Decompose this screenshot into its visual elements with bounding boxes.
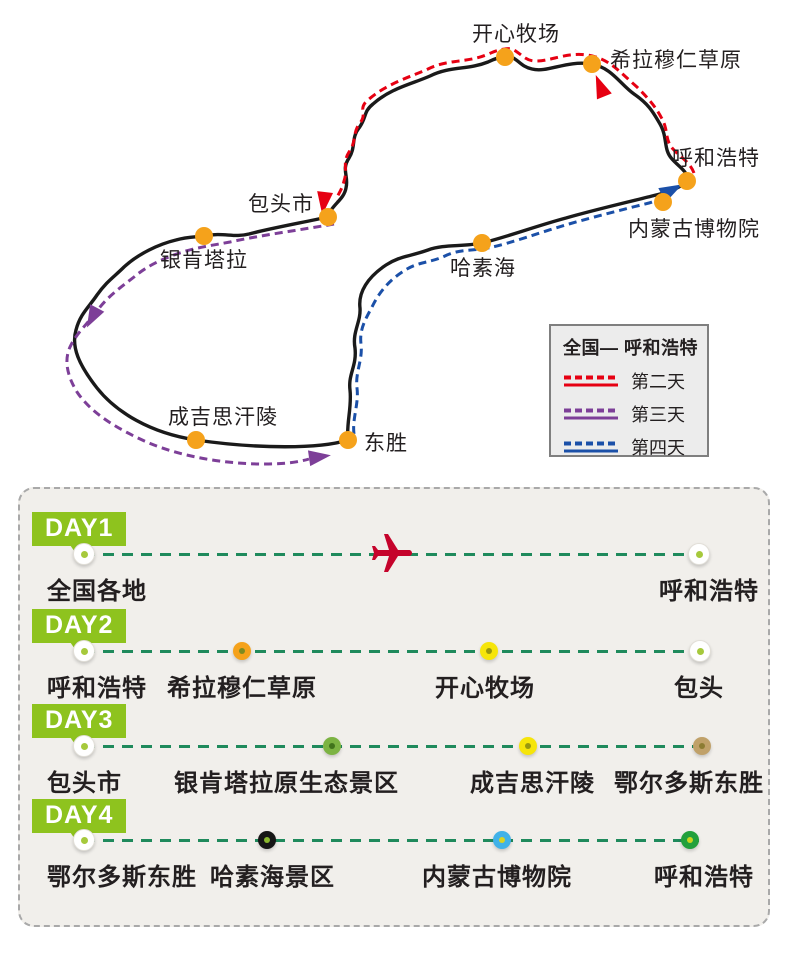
route-day3-arrow-mid	[86, 304, 105, 328]
node-center	[687, 837, 693, 843]
day3-connector-line	[84, 745, 699, 748]
day2-stop-label-baotou: 包头	[674, 675, 724, 702]
day3-stop-node-genghis	[519, 737, 537, 755]
node-center	[239, 648, 245, 654]
day3-stop-node-yinkentala	[323, 737, 341, 755]
node-center	[80, 647, 88, 655]
legend-label-day4: 第四天	[631, 438, 685, 458]
day4-stop-label-hasuhai: 哈素海景区	[210, 864, 335, 891]
day4-stop-label-dongsheng: 鄂尔多斯东胜	[47, 864, 197, 891]
day4-stop-node-museum	[493, 831, 511, 849]
route-day2-path	[334, 47, 696, 201]
map-label-baotou: 包头市	[248, 193, 314, 216]
map-label-yinkentala: 银肯塔拉	[160, 249, 248, 272]
legend-title: 全国— 呼和浩特	[563, 338, 699, 358]
node-center	[695, 550, 703, 558]
airplane-icon	[372, 534, 412, 572]
node-center	[499, 837, 505, 843]
day2-stop-node-hohhot	[73, 640, 95, 662]
map-label-hasuhai: 哈素海	[450, 257, 516, 280]
map-dot-museum	[654, 193, 672, 211]
day2-stop-node-kaixin	[480, 642, 498, 660]
day2-badge: DAY2	[32, 609, 127, 652]
map-dot-hohhot	[678, 172, 696, 190]
day1-stop-label-quanguo: 全国各地	[47, 578, 147, 605]
map-label-genghis-mausoleum: 成吉思汗陵	[168, 406, 278, 429]
route-day2-arrow-end	[317, 191, 334, 215]
legend-item-day2: 第二天	[563, 369, 707, 393]
map-label-xilamuren: 希拉穆仁草原	[610, 49, 742, 72]
day2-stop-label-xilamuren: 希拉穆仁草原	[167, 675, 317, 702]
day3-stop-label-dongsheng: 鄂尔多斯东胜	[614, 770, 764, 797]
day4-stop-label-museum: 内蒙古博物院	[422, 864, 572, 891]
node-center	[525, 743, 531, 749]
legend-swatch-day3	[564, 408, 618, 420]
node-center	[264, 837, 270, 843]
day3-stop-label-yinkentala: 银肯塔拉原生态景区	[174, 770, 399, 797]
node-center	[329, 743, 335, 749]
map-dot-yinkentala	[195, 227, 213, 245]
day4-stop-node-hasuhai	[258, 831, 276, 849]
day1-stop-node-quanguo	[73, 543, 95, 565]
legend-item-day4: 第四天	[563, 435, 707, 459]
map-label-museum: 内蒙古博物院	[628, 218, 760, 241]
map-label-hohhot: 呼和浩特	[672, 147, 760, 170]
day2-connector-line	[84, 650, 699, 653]
day3-stop-label-baotou: 包头市	[47, 770, 122, 797]
legend-item-day3: 第三天	[563, 402, 707, 426]
map-dot-baotou	[319, 208, 337, 226]
node-center	[80, 836, 88, 844]
node-center	[80, 550, 88, 558]
legend-label-day2: 第二天	[631, 372, 685, 392]
day3-stop-node-baotou	[73, 735, 95, 757]
map-dot-kaixin-ranch	[496, 48, 514, 66]
day4-stop-node-dongsheng	[73, 829, 95, 851]
day3-stop-node-dongsheng	[693, 737, 711, 755]
day3-stop-label-genghis: 成吉思汗陵	[470, 770, 595, 797]
node-center	[699, 743, 705, 749]
day2-stop-node-xilamuren	[233, 642, 251, 660]
day2-stop-label-hohhot: 呼和浩特	[47, 675, 147, 702]
day2-stop-node-baotou	[689, 640, 711, 662]
route-base-path	[72, 55, 689, 449]
legend-label-day3: 第三天	[631, 405, 685, 425]
day4-stop-node-hohhot	[681, 831, 699, 849]
node-center	[486, 648, 492, 654]
map-label-dongsheng: 东胜	[364, 432, 408, 455]
legend-swatch-day4	[564, 441, 618, 453]
node-center	[80, 742, 88, 750]
route-day2-arrow-mid	[595, 75, 612, 100]
route-day4-path	[352, 193, 667, 435]
route-day3-path	[65, 222, 335, 466]
map-dot-xilamuren	[583, 55, 601, 73]
map-dot-genghis-mausoleum	[187, 431, 205, 449]
map-label-kaixin-ranch: 开心牧场	[472, 23, 560, 46]
day1-badge: DAY1	[32, 512, 127, 555]
day1-stop-label-hohhot: 呼和浩特	[659, 578, 759, 605]
day2-stop-label-kaixin: 开心牧场	[435, 675, 535, 702]
map-legend: 全国— 呼和浩特 第二天 第三天 第四天	[549, 324, 709, 459]
route-map: 开心牧场 希拉穆仁草原 呼和浩特 内蒙古博物院 包头市 银肯塔拉 哈素海 成吉思…	[65, 23, 760, 467]
day1-stop-node-hohhot	[688, 543, 710, 565]
day4-stop-label-hohhot: 呼和浩特	[654, 864, 754, 891]
itinerary-panel: DAY1 全国各地 呼和浩特 DAY2 呼和浩特 希拉穆仁草原 开心牧场 包头 …	[18, 487, 770, 927]
route-day3-arrow-end	[307, 450, 331, 467]
legend-swatch-day2	[564, 375, 618, 387]
map-dot-dongsheng	[339, 431, 357, 449]
day4-connector-line	[84, 839, 699, 842]
map-dot-hasuhai	[473, 234, 491, 252]
day3-badge: DAY3	[32, 704, 127, 747]
day4-badge: DAY4	[32, 799, 127, 842]
node-center	[696, 647, 704, 655]
